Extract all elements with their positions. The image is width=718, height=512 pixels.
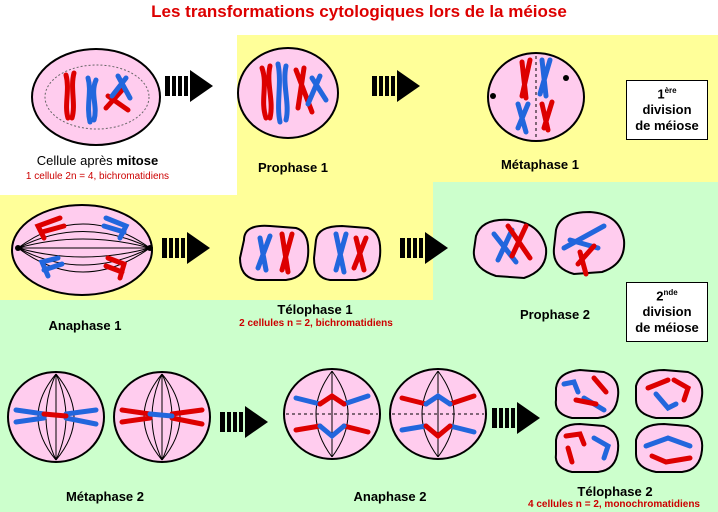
telophase1-label: Télophase 1 [277, 302, 353, 317]
telophase2-sub: 4 cellules n = 2, monochromatidiens [528, 499, 700, 510]
anaphase2-label: Anaphase 2 [353, 489, 427, 504]
anaphase2-cells [283, 368, 487, 460]
telophase2-cells [554, 368, 704, 473]
prophase2-cells [472, 210, 626, 280]
prophase1-cell [237, 47, 339, 139]
cell-after-mitosis-label: Cellule après mitose [36, 153, 159, 168]
telophase2-label: Télophase 2 [577, 484, 653, 499]
arrow-1 [165, 70, 213, 102]
anaphase1-label: Anaphase 1 [48, 318, 122, 333]
division2-box: 2nde division de méiose [626, 282, 708, 342]
cell-after-mitosis-sub: 1 cellule 2n = 4, bichromatidiens [25, 171, 170, 182]
division1-box: 1ère division de méiose [626, 80, 708, 140]
metaphase2-cells [7, 371, 211, 463]
prophase2-label: Prophase 2 [519, 307, 591, 322]
cell-after-mitosis [31, 48, 161, 146]
anaphase1-cell [11, 204, 153, 296]
metaphase1-label: Métaphase 1 [500, 157, 580, 172]
telophase1-cells [238, 224, 382, 281]
metaphase2-label: Métaphase 2 [65, 489, 145, 504]
metaphase1-cell [487, 52, 585, 142]
telophase1-sub: 2 cellules n = 2, bichromatidiens [239, 318, 393, 329]
prophase1-label: Prophase 1 [257, 160, 329, 175]
diagram-title: Les transformations cytologiques lors de… [151, 2, 567, 21]
